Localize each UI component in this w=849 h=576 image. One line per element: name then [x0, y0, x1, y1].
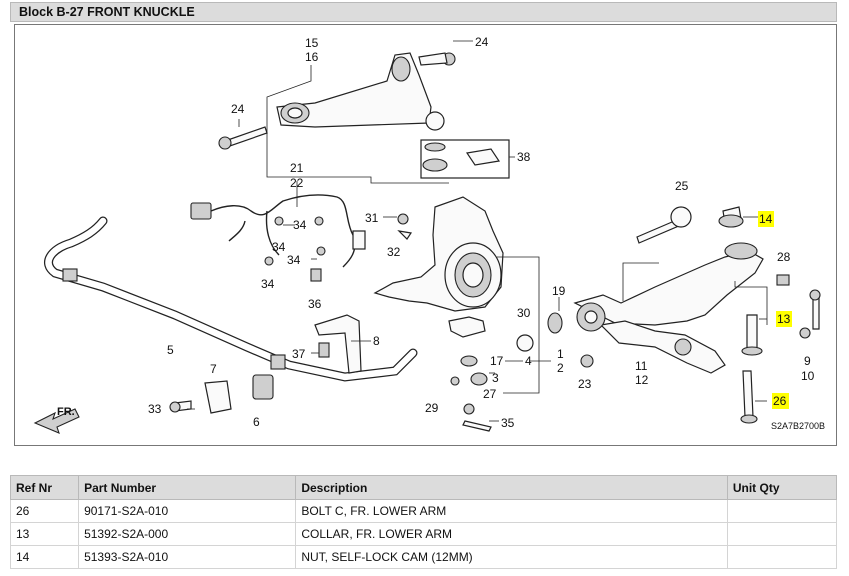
callout-14: 14: [759, 212, 773, 226]
callout-17: 17: [490, 354, 504, 368]
callout-labels: 15 16 24 24 38 21 22 31 34 34 34 34 32 3…: [57, 35, 825, 431]
callout-13: 13: [777, 312, 791, 326]
small-parts: [448, 312, 594, 432]
callout-5: 5: [167, 343, 174, 357]
callout-29: 29: [425, 401, 439, 415]
callout-34-b: 34: [272, 240, 286, 254]
cell-part-number: 51393-S2A-010: [78, 545, 297, 569]
cell-description: BOLT C, FR. LOWER ARM: [295, 499, 728, 523]
callout-27: 27: [483, 387, 497, 401]
cell-ref: 26: [9, 499, 80, 523]
callout-35: 35: [501, 416, 515, 430]
highlight-14: [758, 211, 774, 227]
callout-30: 30: [517, 306, 531, 320]
callout-9: 9: [804, 354, 811, 368]
cell-description: COLLAR, FR. LOWER ARM: [295, 522, 728, 546]
callout-31: 31: [365, 211, 379, 225]
direction-label: FR.: [57, 406, 75, 418]
parts-diagram: 15 16 24 24 38 21 22 31 34 34 34 34 32 3…: [14, 24, 837, 446]
callout-28: 28: [777, 250, 791, 264]
callout-24-top: 24: [475, 35, 489, 49]
knuckle: [373, 196, 504, 312]
stabilizer-bar: [33, 216, 418, 434]
block-title: Block B-27 FRONT KNUCKLE: [10, 2, 837, 22]
lower-arm: [573, 206, 821, 424]
callout-6: 6: [253, 415, 260, 429]
leader-lines: [187, 40, 768, 422]
cell-qty: [726, 545, 838, 569]
callout-8: 8: [373, 334, 380, 348]
callout-3: 3: [492, 371, 499, 385]
parts-table: Ref Nr Part Number Description Unit Qty …: [9, 475, 838, 569]
callout-23: 23: [578, 377, 592, 391]
callout-24-left: 24: [231, 102, 245, 116]
callout-1: 1: [557, 347, 564, 361]
callout-19: 19: [552, 284, 566, 298]
callout-21: 21: [290, 161, 304, 175]
cell-ref: 13: [9, 522, 80, 546]
upper-arm: [218, 52, 510, 179]
callout-25: 25: [675, 179, 689, 193]
callout-11: 11: [635, 359, 648, 373]
callout-38: 38: [517, 150, 531, 164]
callout-32: 32: [387, 245, 401, 259]
callout-26: 26: [773, 394, 787, 408]
callout-37: 37: [292, 347, 306, 361]
callout-15: 15: [305, 36, 319, 50]
cell-qty: [726, 499, 838, 523]
table-row[interactable]: 13 51392-S2A-000 COLLAR, FR. LOWER ARM: [9, 522, 838, 546]
cell-part-number: 51392-S2A-000: [78, 522, 297, 546]
diagram-svg: 15 16 24 24 38 21 22 31 34 34 34 34 32 3…: [33, 35, 825, 434]
callout-10: 10: [801, 369, 815, 383]
callout-34-c: 34: [287, 253, 301, 267]
callout-34-d: 34: [261, 277, 275, 291]
header-unit-qty[interactable]: Unit Qty: [726, 475, 838, 500]
diagram-code: S2A7B2700B: [771, 421, 825, 431]
table-row[interactable]: 14 51393-S2A-010 NUT, SELF-LOCK CAM (12M…: [9, 545, 838, 569]
callout-4: 4: [525, 354, 532, 368]
header-ref-nr[interactable]: Ref Nr: [9, 475, 80, 500]
callout-33: 33: [148, 402, 162, 416]
harness: [190, 194, 366, 282]
callout-7: 7: [210, 362, 217, 376]
highlight-26: [772, 393, 789, 409]
callout-22: 22: [290, 176, 304, 190]
table-row[interactable]: 26 90171-S2A-010 BOLT C, FR. LOWER ARM: [9, 499, 838, 523]
callout-36: 36: [308, 297, 322, 311]
callout-12: 12: [635, 373, 649, 387]
highlight-13: [776, 311, 792, 327]
cell-description: NUT, SELF-LOCK CAM (12MM): [295, 545, 728, 569]
header-part-number[interactable]: Part Number: [78, 475, 297, 500]
header-description[interactable]: Description: [295, 475, 728, 500]
callout-34-a: 34: [293, 218, 307, 232]
table-header-row: Ref Nr Part Number Description Unit Qty: [9, 475, 838, 500]
callout-2: 2: [557, 361, 564, 375]
callout-16: 16: [305, 50, 319, 64]
cell-ref: 14: [9, 545, 80, 569]
cell-part-number: 90171-S2A-010: [78, 499, 297, 523]
cell-qty: [726, 522, 838, 546]
